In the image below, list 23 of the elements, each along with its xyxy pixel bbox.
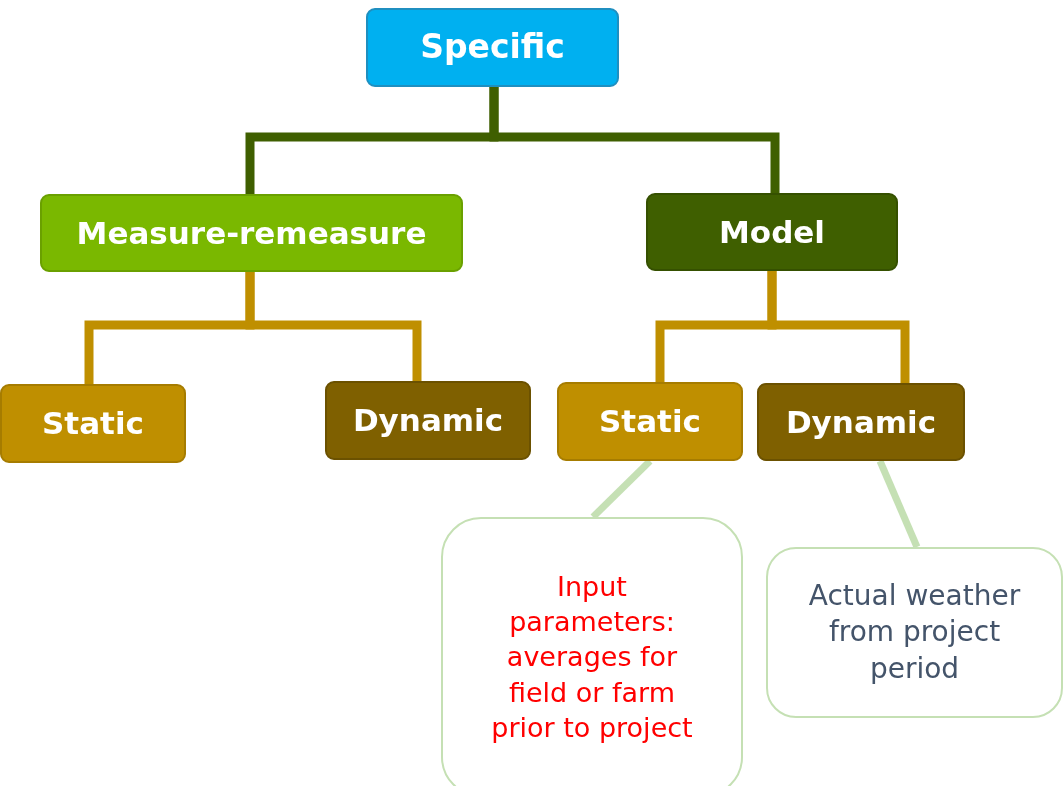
box-label: Measure-remeasure (76, 213, 427, 253)
leader-line (876, 459, 921, 549)
callout-text: Actual weather from project period (807, 577, 1022, 687)
box-label: Static (599, 402, 701, 442)
leaf-box (0, 384, 186, 463)
leader-line (590, 458, 653, 520)
box-label: Model (719, 212, 825, 252)
category-box (40, 194, 463, 272)
leaf-box (557, 382, 743, 461)
category-box (646, 193, 898, 271)
box-label: Specific (420, 26, 565, 69)
callout-box (441, 517, 743, 786)
top-box (366, 8, 619, 87)
box-label: Dynamic (352, 401, 504, 441)
connector-line (767, 271, 910, 383)
connector-line (489, 87, 780, 193)
callout-text: Input parameters: averages for field or farm prior to project (490, 570, 694, 745)
callout-box (766, 547, 1063, 718)
leaf-box (757, 383, 965, 461)
box-label: Dynamic (785, 402, 937, 442)
leaf-box (325, 381, 531, 460)
box-label: Static (42, 404, 144, 444)
connector-line (245, 272, 422, 381)
